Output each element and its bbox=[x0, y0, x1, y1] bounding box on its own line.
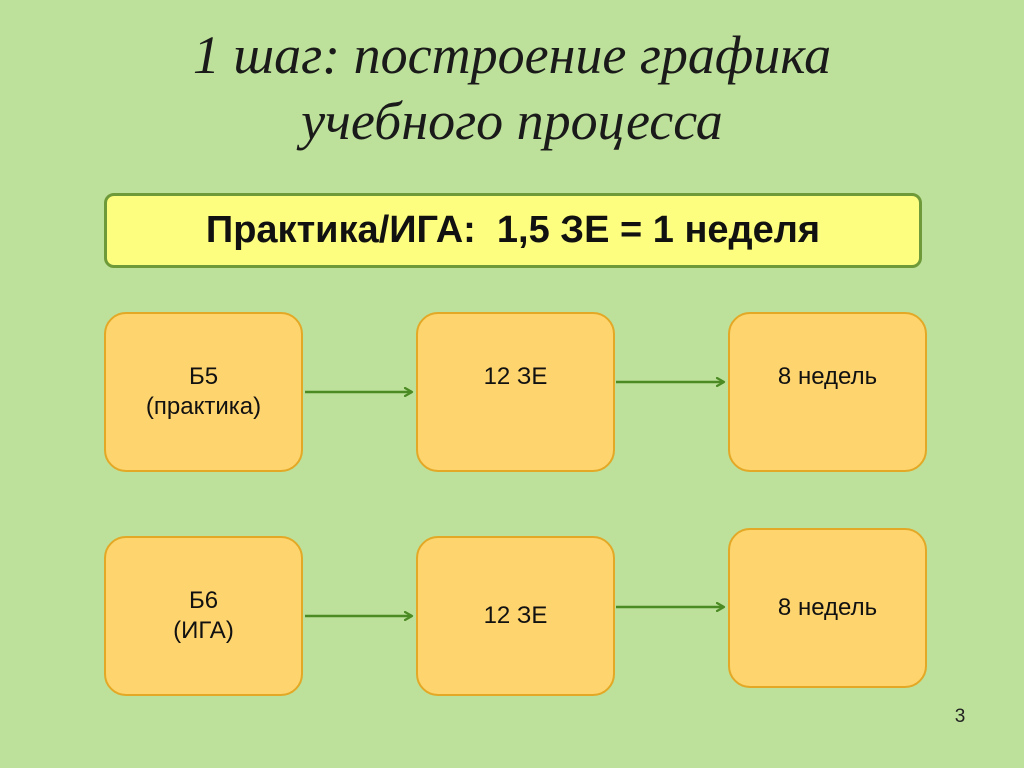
slide-title-line-1: 1 шаг: построение графика bbox=[192, 25, 832, 85]
node-b5-label: (практика) bbox=[145, 393, 262, 420]
node-b6-weeks-label: 8 недель bbox=[777, 594, 878, 621]
node-b6-code: Б6 bbox=[188, 587, 219, 614]
node-b6-credits-label: 12 ЗЕ bbox=[483, 602, 548, 629]
node-b5-code: Б5 bbox=[188, 363, 219, 390]
slide-title-line-2: учебного процесса bbox=[301, 91, 723, 151]
node-b5-weeks: 8 недель bbox=[728, 312, 927, 472]
node-b6-weeks: 8 недель bbox=[728, 528, 927, 688]
node-b6-credits: 12 ЗЕ bbox=[416, 536, 615, 696]
conversion-banner: Практика/ИГА: 1,5 ЗЕ = 1 неделя bbox=[104, 193, 922, 268]
slide-title: 1 шаг: построение графика учебного проце… bbox=[0, 22, 1024, 154]
node-b6-iga: Б6 (ИГА) bbox=[104, 536, 303, 696]
node-b5-credits-label: 12 ЗЕ bbox=[483, 363, 548, 390]
node-b5-practice: Б5 (практика) bbox=[104, 312, 303, 472]
node-b5-credits: 12 ЗЕ bbox=[416, 312, 615, 472]
node-b6-label: (ИГА) bbox=[173, 617, 234, 644]
page-number: 3 bbox=[954, 706, 966, 727]
node-b5-weeks-label: 8 недель bbox=[777, 363, 878, 390]
